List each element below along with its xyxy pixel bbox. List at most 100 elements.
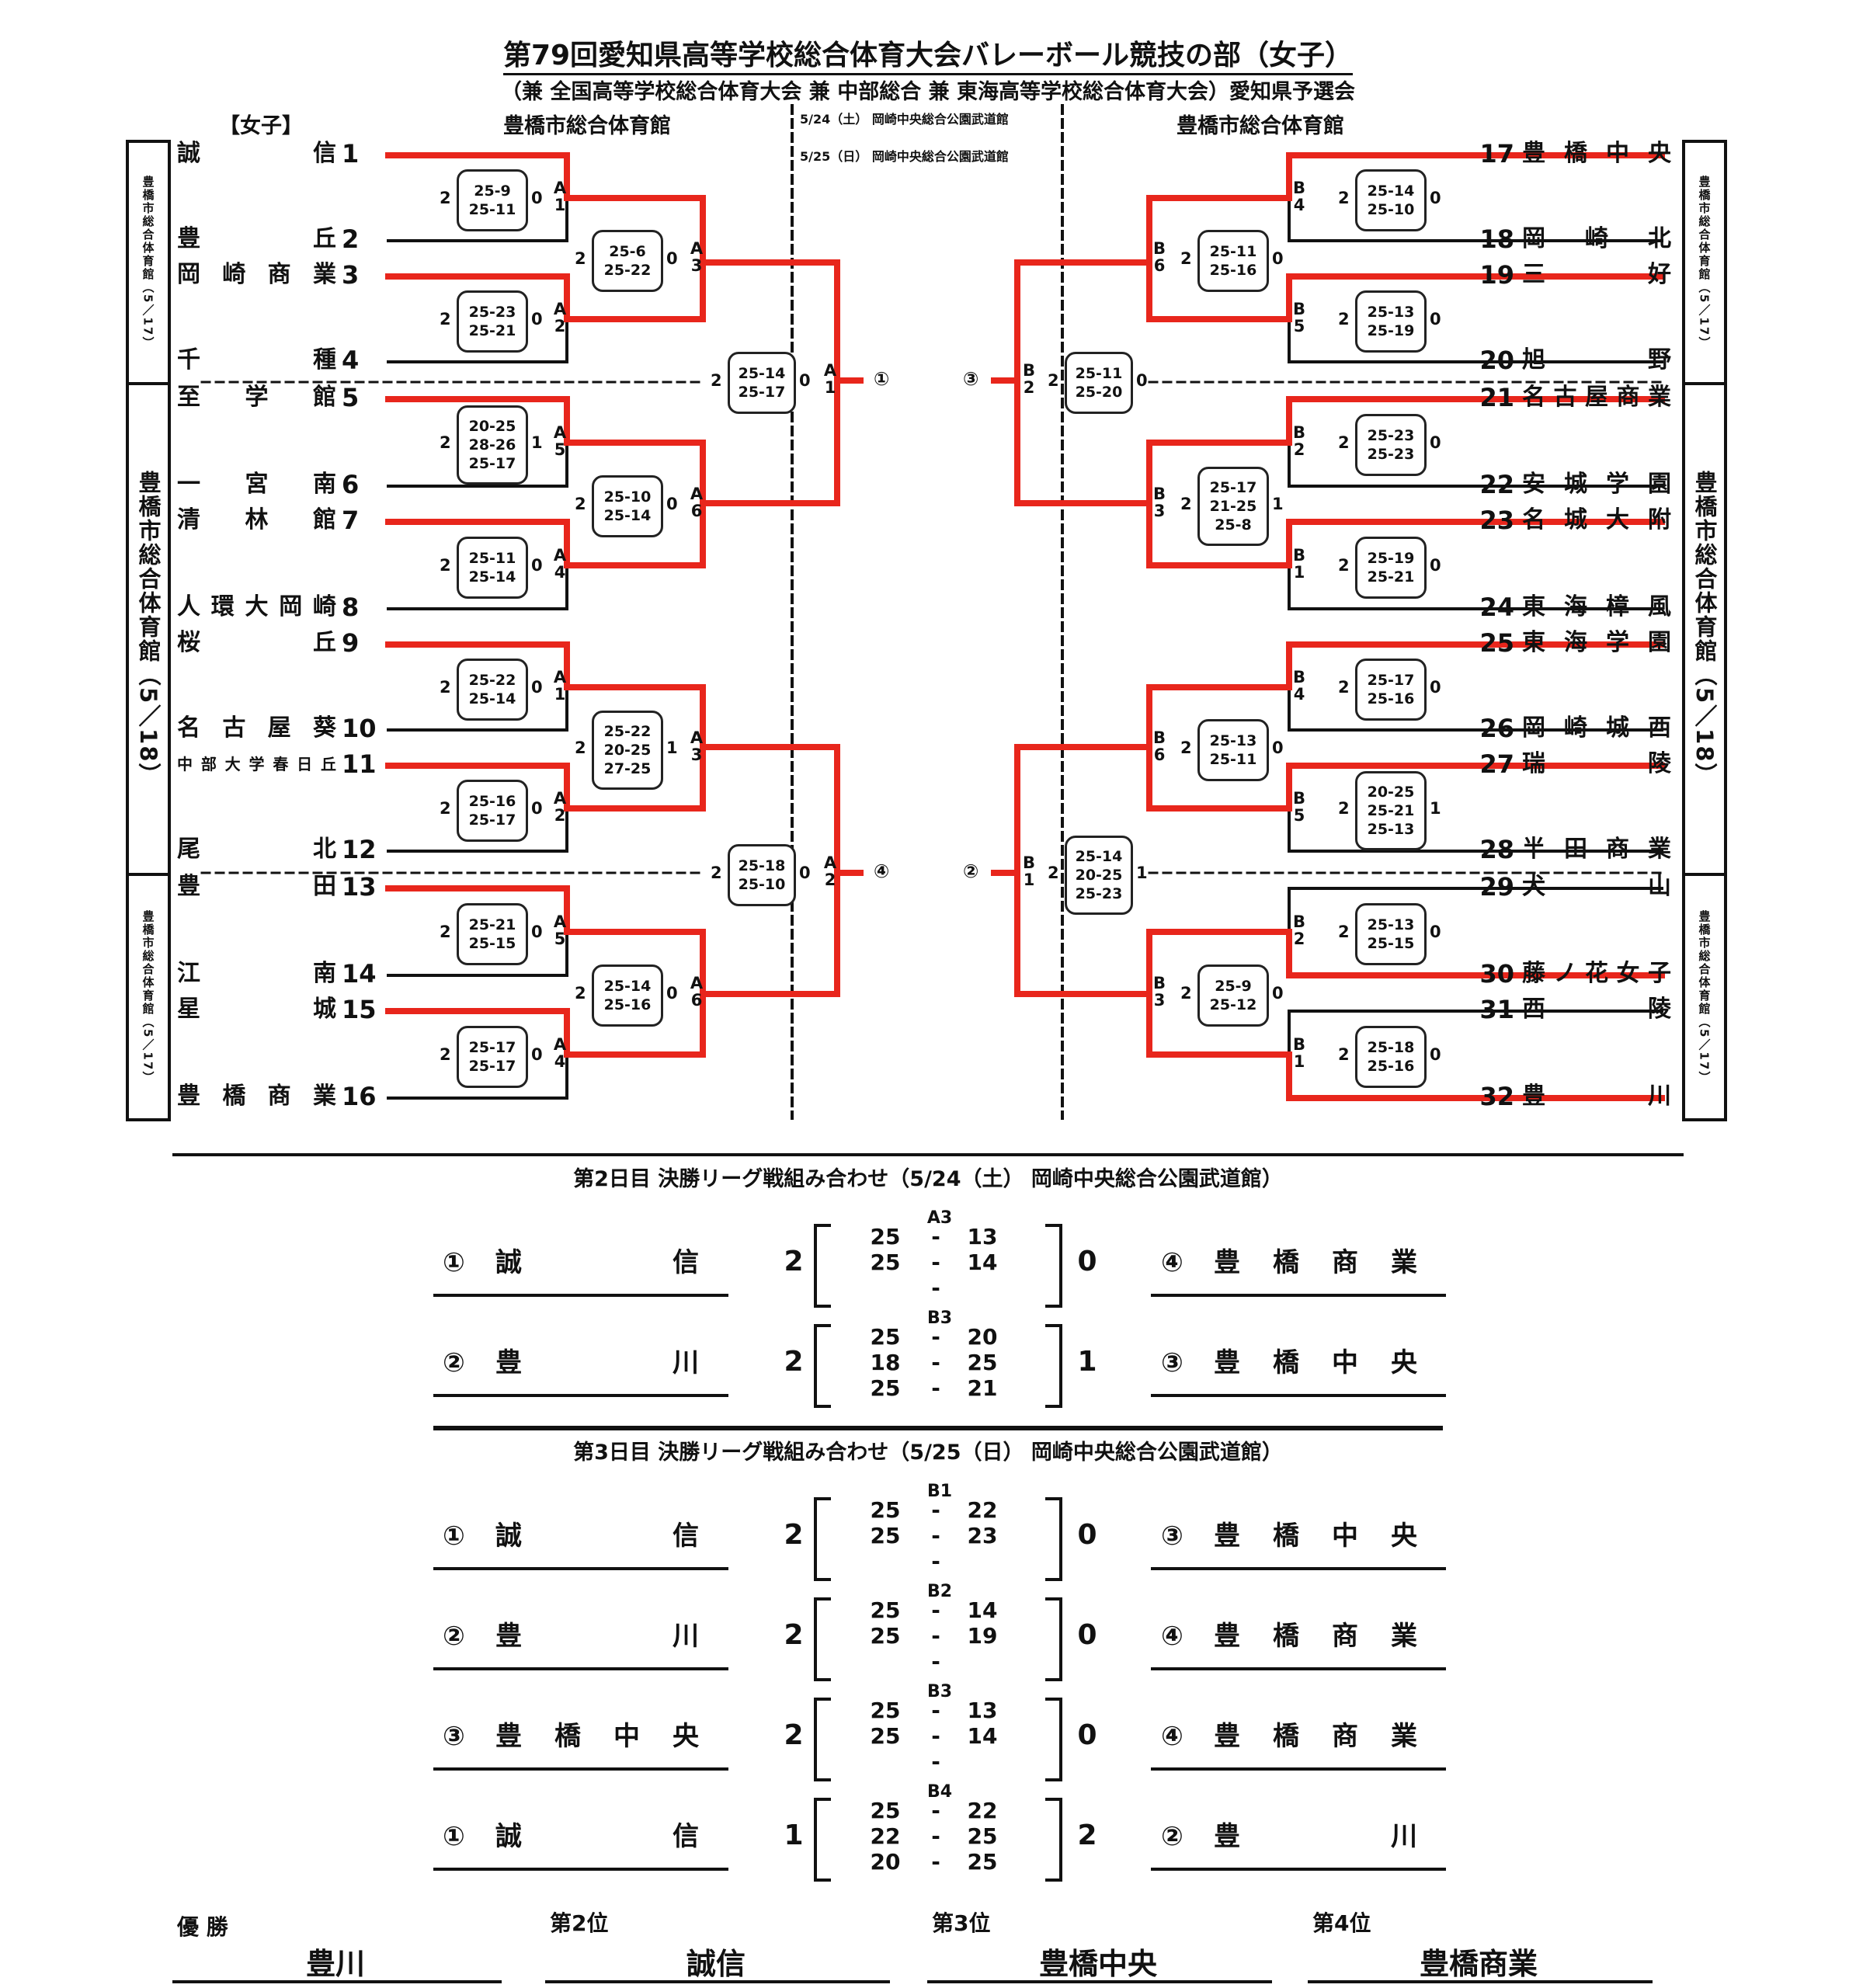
set-row: -	[827, 1275, 1044, 1301]
team-number: 8	[342, 593, 360, 622]
day3-header: 第3日目 決勝リーグ戦組み合わせ（5/25（日） 岡崎中央総合公園武道館）	[573, 1441, 1283, 1465]
set-row: 25-14	[827, 1723, 1044, 1749]
sets-won: 0	[531, 556, 543, 575]
sets-won: 2	[711, 371, 722, 390]
underline	[433, 1567, 728, 1570]
bracket-lines	[200, 104, 1665, 1120]
match-code: B3	[926, 1309, 953, 1328]
set-score: 28-26	[468, 436, 516, 454]
court-char: 2	[824, 871, 836, 889]
set-score: 25-8	[1215, 516, 1252, 533]
team-name: 名古屋商業	[1522, 384, 1671, 411]
sets-won: 0	[531, 310, 543, 328]
sets-won: 2	[440, 310, 451, 328]
set-row: 22-25	[827, 1823, 1044, 1849]
team-name: 豊川	[495, 1621, 699, 1652]
set-score: 25-17	[738, 384, 786, 401]
court-char: A	[553, 546, 567, 565]
set-row: -	[827, 1649, 1044, 1674]
sets-won: 2	[440, 678, 451, 697]
court-char: 1	[1293, 1052, 1305, 1071]
seed-marker: ④	[874, 860, 890, 882]
sets-won-right: 1	[1077, 1346, 1097, 1378]
court-char: 2	[554, 806, 566, 825]
side-venue-right-mid: 豊橋市総合体育館（5／18）	[1682, 382, 1727, 876]
team-name: 一宮南	[177, 471, 336, 498]
court-char: 6	[690, 991, 703, 1010]
set-value: 13	[967, 1698, 998, 1723]
set-score: 25-21	[1367, 568, 1415, 586]
team-name: 誠信	[495, 1521, 699, 1552]
set-score: 25-19	[1367, 550, 1415, 567]
set-score: 25-6	[609, 243, 646, 260]
set-score: 25-14	[1075, 848, 1123, 865]
sets-won: 0	[1272, 739, 1284, 757]
schedule-day2: 5/24（土） 岡崎中央総合公園武道館	[800, 112, 1009, 127]
set-value: -	[931, 1375, 940, 1401]
sets-won: 2	[440, 189, 451, 207]
set-score: 25-11	[468, 201, 516, 218]
set-score: 25-11	[1075, 365, 1123, 382]
set-value: 25	[967, 1849, 998, 1875]
court-char: 5	[1293, 806, 1305, 825]
set-score: 25-12	[1209, 996, 1257, 1013]
seed-marker: ①	[443, 1821, 465, 1852]
set-score: 25-21	[468, 322, 516, 339]
team-number: 1	[342, 139, 360, 169]
bracket-right	[1045, 1324, 1062, 1408]
team-name: 東海樟風	[1522, 593, 1671, 620]
set-score: 25-21	[1367, 802, 1415, 819]
set-score: 27-25	[603, 760, 652, 777]
set-score: 25-10	[603, 488, 652, 506]
bracket-right	[1045, 1698, 1062, 1781]
set-value: -	[931, 1324, 940, 1350]
set-value: 13	[967, 1224, 998, 1249]
bracket-left	[814, 1798, 831, 1882]
team-name: 瑞陵	[1522, 750, 1671, 777]
team-name: 豊橋商業	[1214, 1721, 1417, 1752]
team-name: 人環大岡崎	[177, 593, 336, 620]
team-name: 豊橋商業	[1214, 1247, 1417, 1278]
set-score: 25-18	[738, 857, 786, 874]
venue-right: 豊橋市総合体育館	[1177, 114, 1344, 138]
underline	[433, 1294, 728, 1297]
sets-won: 0	[799, 864, 811, 882]
court-char: 5	[554, 930, 566, 948]
court-char: A	[690, 974, 704, 992]
set-value: 21	[967, 1375, 998, 1401]
rank-label: 第3位	[932, 1910, 991, 1936]
sets-won: 0	[1136, 371, 1148, 390]
team-name: 誠信	[495, 1247, 699, 1278]
match-code: A3	[926, 1208, 953, 1228]
team-number: 19	[1479, 260, 1514, 290]
match-code: B4	[926, 1782, 953, 1802]
set-row: 25-19	[827, 1623, 1044, 1649]
rank-team: 豊橋商業	[1419, 1947, 1538, 1981]
set-row: 25-14	[827, 1249, 1044, 1275]
sets-won: 0	[799, 371, 811, 390]
set-score: 25-10	[738, 876, 786, 893]
sets-won: 2	[1338, 1045, 1350, 1064]
set-score: 25-16	[1209, 262, 1257, 279]
